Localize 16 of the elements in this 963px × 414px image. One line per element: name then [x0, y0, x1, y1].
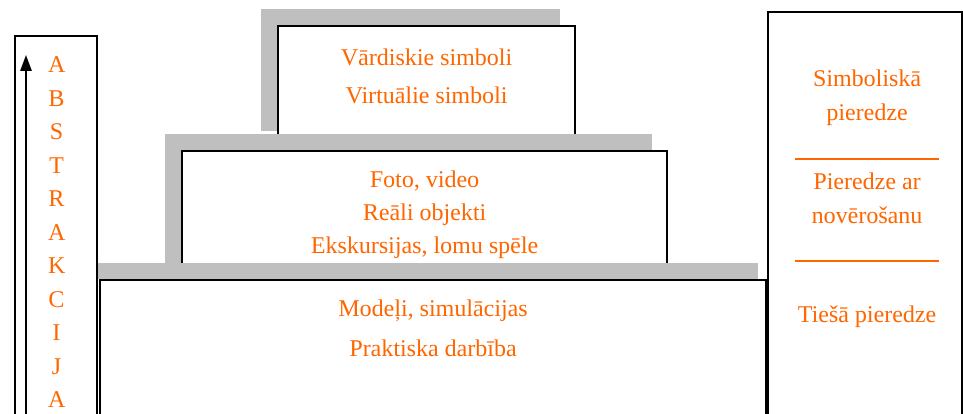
- level-item-label: Modeļi, simulācijas: [337, 295, 529, 324]
- level-item-label: Vārdiskie simboli: [340, 44, 514, 73]
- axis-box: [14, 35, 98, 414]
- experience-label: Tiešā pieredze: [796, 301, 938, 330]
- pyramid-level-box: [99, 279, 767, 414]
- level-item-label: Ekskursijas, lomu spēle: [310, 232, 540, 261]
- pyramid-level-box: [181, 150, 668, 263]
- level-item-label: Reāli objekti: [362, 199, 488, 228]
- experience-box: [767, 11, 963, 414]
- experience-label: Pieredze ar novērošanu: [810, 168, 924, 231]
- level-item-label: Praktiska darbība: [348, 335, 518, 364]
- pyramid-level-box: [277, 25, 576, 134]
- vertical-label: ABSTRAKCIJA: [48, 51, 65, 414]
- level-item-label: Virtuālie simboli: [344, 82, 508, 111]
- experience-label: Simboliskā pieredze: [812, 65, 922, 128]
- level-item-label: Foto, video: [368, 166, 480, 195]
